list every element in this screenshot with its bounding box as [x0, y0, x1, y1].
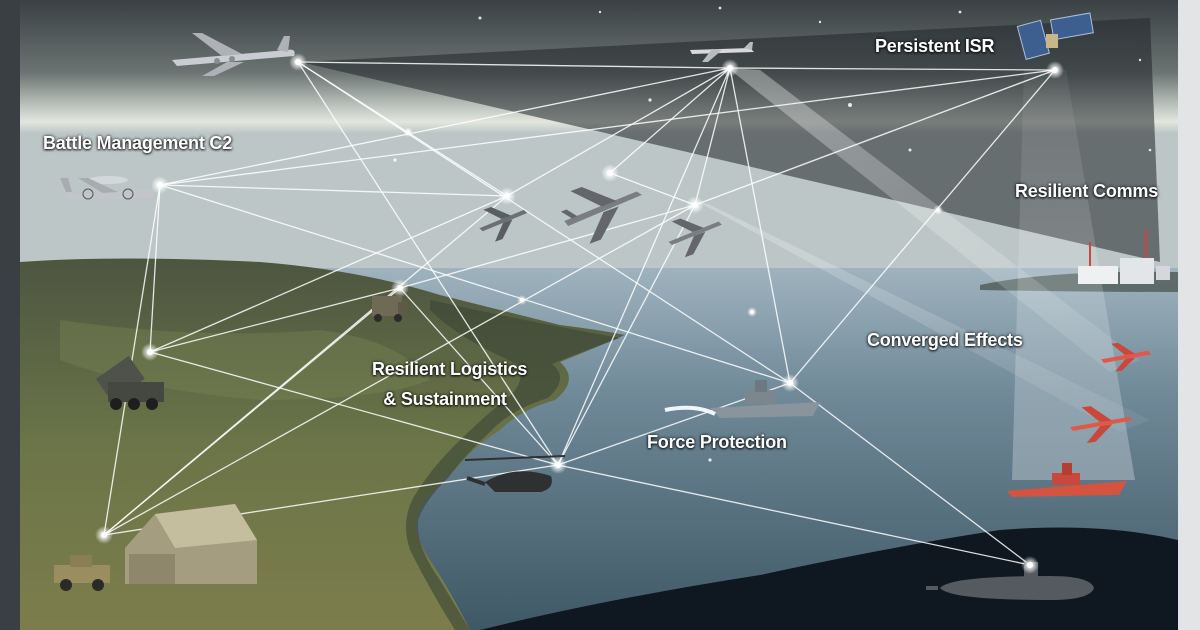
- network-link: [789, 382, 1031, 566]
- label-resilient-comms: Resilient Comms: [1015, 181, 1159, 201]
- fighter-jet-wing-icon: [668, 218, 722, 258]
- network-node: [607, 170, 613, 176]
- fighter-jet-lead-icon: [560, 186, 643, 244]
- destroyer-ship-icon: [1007, 463, 1127, 497]
- network-link: [789, 69, 1056, 384]
- network-link: [103, 184, 161, 536]
- label-resilient-logistics-line1: Resilient Logistics: [372, 359, 528, 379]
- network-link: [399, 287, 559, 466]
- label-persistent-isr: Persistent ISR: [875, 36, 995, 56]
- network-node: [397, 285, 403, 291]
- network-link: [506, 67, 731, 197]
- network-node: [936, 208, 940, 212]
- network-node: [406, 130, 410, 134]
- network-node: [750, 310, 754, 314]
- network-link: [149, 287, 401, 353]
- awacs-aircraft-icon: [60, 176, 154, 200]
- network-nodes: [95, 53, 1064, 574]
- network-link: [159, 67, 731, 186]
- network-link: [297, 61, 559, 466]
- network-node: [787, 380, 793, 386]
- network-link: [729, 67, 791, 384]
- strike-fighter-icon: [1070, 406, 1132, 444]
- network-link: [159, 69, 1056, 186]
- fighter-jet-icon: [479, 207, 528, 242]
- network-node: [520, 298, 524, 302]
- deep-water: [480, 527, 1178, 630]
- network-link: [103, 204, 696, 536]
- rocket-launcher-icon: [95, 355, 164, 410]
- network-link: [159, 184, 508, 197]
- label-force-protection: Force Protection: [647, 432, 787, 452]
- network-node: [692, 202, 698, 208]
- network-node: [157, 182, 163, 188]
- network-link: [609, 67, 731, 174]
- network-link: [297, 61, 731, 69]
- network-link: [694, 67, 731, 206]
- network-link: [694, 69, 1056, 206]
- network-node: [147, 349, 153, 355]
- network-node: [295, 59, 301, 65]
- network-link: [297, 61, 791, 384]
- humvee-icon: [54, 555, 110, 591]
- network-link: [729, 67, 1056, 71]
- satellite-icon: [1016, 12, 1094, 60]
- helicopter-icon: [464, 455, 566, 492]
- network-link: [149, 184, 161, 353]
- naval-ship-icon: [664, 380, 820, 418]
- network-links: [103, 61, 1056, 566]
- label-resilient-logistics: Resilient Logistics & Sustainment: [372, 357, 528, 411]
- label-battle-management-c2: Battle Management C2: [43, 133, 233, 153]
- tent-command-post-icon: [125, 504, 257, 584]
- isr-vertical-beam: [1012, 70, 1135, 480]
- isr-coverage-shadow: [300, 18, 1160, 262]
- network-link: [149, 351, 559, 466]
- network-link: [103, 195, 508, 536]
- network-node: [1027, 562, 1033, 568]
- label-resilient-logistics-line2: & Sustainment: [383, 389, 507, 409]
- network-node: [727, 65, 733, 71]
- tanker-aircraft-icon: [172, 33, 295, 76]
- strike-fighter-icon: [1101, 342, 1152, 372]
- network-node: [101, 532, 107, 538]
- network-link: [557, 464, 1031, 566]
- network-link: [609, 172, 696, 206]
- label-converged-effects: Converged Effects: [867, 330, 1023, 350]
- network-node: [1052, 67, 1058, 73]
- network-node: [504, 193, 510, 199]
- network-link: [149, 195, 508, 353]
- drone-icon: [690, 42, 754, 62]
- network-link: [399, 204, 696, 289]
- network-link: [557, 67, 731, 466]
- network-link: [557, 204, 696, 466]
- network-node: [555, 462, 561, 468]
- network-link: [159, 184, 791, 384]
- ground-station-icon: [1078, 230, 1170, 284]
- military-truck-icon: [372, 296, 408, 322]
